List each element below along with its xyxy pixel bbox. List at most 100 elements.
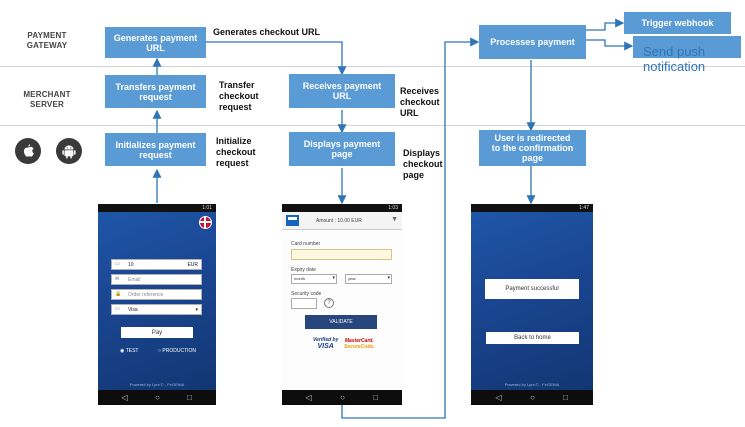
powered-by-footer: Powered by Lyra © - FirGENIA (129, 382, 185, 387)
radio-selected-icon: ◉ (120, 348, 125, 354)
email-placeholder: Email (128, 276, 141, 283)
year-select[interactable]: year ▾ (345, 274, 392, 284)
note-line: URL (400, 108, 419, 118)
phone-request-form: 1:01 ▭ 10 EUR ✉ Email 🔒 Order reference … (98, 204, 216, 405)
box-line: URL (146, 42, 165, 53)
email-field[interactable]: ✉ Email (111, 274, 202, 285)
box-line: User is redirected (494, 133, 571, 143)
recents-nav-icon[interactable]: □ (373, 393, 378, 402)
year-label: year (348, 276, 356, 281)
android-nav-bar: ◁ ○ □ (98, 390, 216, 405)
push-line: Send push (643, 44, 706, 59)
android-nav-bar: ◁ ○ □ (282, 390, 402, 405)
lane-label-line: PAYMENT (27, 31, 67, 40)
order-placeholder: Order reference (128, 291, 164, 298)
home-nav-icon[interactable]: ○ (155, 393, 160, 402)
amount-label: Amount : 10.00 EUR (316, 218, 362, 224)
home-nav-icon[interactable]: ○ (530, 393, 535, 402)
lane-label-line: SERVER (30, 100, 64, 109)
card-number-field[interactable] (291, 249, 392, 260)
dropdown-icon[interactable]: ▼ (391, 216, 398, 223)
amount-field[interactable]: ▭ 10 EUR (111, 259, 202, 270)
note-line: checkout (400, 97, 440, 107)
status-time: 1:01 (202, 205, 212, 211)
status-time: 1:47 (579, 205, 589, 211)
mode-test-radio[interactable]: ◉ TEST (120, 348, 138, 354)
note-line: checkout (403, 159, 443, 169)
android-icon (56, 138, 82, 164)
payment-successful-banner: Payment successful (485, 279, 579, 299)
trigger-webhook-box: Trigger webhook (624, 12, 731, 34)
note-initialize-checkout-request: Initialize checkout request (216, 136, 256, 169)
pay-label: Pay (151, 329, 163, 336)
security-code-label: Security code (291, 291, 322, 297)
powered-by-footer: Powered by Lyra © - FirGENIA (504, 382, 560, 387)
processes-payment-box: Processes payment (479, 25, 586, 59)
lane-label-payment-gateway: PAYMENT GATEWAY (14, 31, 80, 51)
recents-nav-icon[interactable]: □ (187, 393, 192, 402)
chevron-down-icon: ▾ (195, 306, 198, 313)
recents-nav-icon[interactable]: □ (563, 393, 568, 402)
chevron-down-icon: ▾ (332, 275, 335, 281)
mode-production-radio[interactable]: ○ PRODUCTION (158, 348, 196, 354)
arrow-process-to-push (586, 39, 634, 51)
back-nav-icon[interactable]: ◁ (495, 393, 502, 402)
lane-label-line: MERCHANT (23, 90, 71, 99)
note-displays-checkout-page: Displays checkout page (403, 148, 443, 181)
back-to-home-button[interactable]: Back to home (486, 332, 579, 344)
box-line: page (331, 149, 353, 159)
month-select[interactable]: month ▾ (291, 274, 337, 284)
note-line: Receives (400, 86, 440, 96)
pay-button[interactable]: Pay (121, 327, 193, 338)
note-line: Transfer (219, 80, 255, 90)
validate-button[interactable]: VALIDATE (305, 315, 377, 329)
arrow-generate-to-receive (206, 41, 347, 76)
back-nav-icon[interactable]: ◁ (121, 393, 128, 402)
help-icon[interactable]: ? (324, 298, 334, 308)
box-line: request (139, 91, 172, 102)
phone-payment-page: 1:03 Amount : 10.00 EUR ▼ Card number Ex… (282, 204, 402, 405)
payment-successful-label: Payment successful (505, 286, 559, 292)
status-bar: 1:47 (471, 204, 593, 212)
android-nav-bar: ◁ ○ □ (471, 390, 593, 405)
validate-label: VALIDATE (329, 319, 353, 325)
box-line: page (521, 153, 543, 163)
send-push-box (633, 36, 741, 58)
phone-screen: Payment successful Back to home Powered … (471, 212, 593, 390)
card-type-select[interactable]: ▭ Visa ▾ (111, 304, 202, 315)
note-line: page (403, 170, 425, 180)
security-code-field[interactable] (291, 298, 317, 309)
card-icon: ▭ (115, 306, 120, 312)
box-line: Generates payment (113, 32, 198, 43)
card-number-label: Card number (291, 241, 321, 247)
box-line: Trigger webhook (641, 18, 714, 28)
verified-line: VISA (317, 343, 334, 350)
home-nav-icon[interactable]: ○ (340, 393, 345, 402)
note-transfer-checkout-request: Transfer checkout request (219, 80, 259, 113)
box-line: to the confirmation (491, 143, 574, 153)
uk-flag-icon[interactable] (199, 216, 212, 229)
expiry-label: Expiry date (291, 267, 317, 273)
box-line: request (139, 149, 172, 160)
radio-empty-icon: ○ (158, 348, 162, 354)
month-label: month (294, 276, 306, 281)
amount-value: 10 (128, 261, 134, 268)
currency-label: EUR (187, 261, 198, 268)
status-time: 1:03 (388, 205, 398, 211)
send-push-notification-label: Send push notification (643, 44, 705, 74)
order-reference-field[interactable]: 🔒 Order reference (111, 289, 202, 300)
note-generates-checkout-url: Generates checkout URL (213, 27, 321, 37)
note-line: Displays (403, 148, 441, 158)
back-nav-icon[interactable]: ◁ (305, 393, 312, 402)
note-line: request (216, 158, 249, 168)
box-line: Transfers payment (115, 81, 196, 92)
card-type-value: Visa (128, 306, 138, 313)
box-line: Receives payment (302, 81, 382, 91)
note-line: checkout (219, 91, 259, 101)
back-to-home-label: Back to home (514, 335, 551, 341)
lane-label-line: GATEWAY (26, 41, 68, 50)
